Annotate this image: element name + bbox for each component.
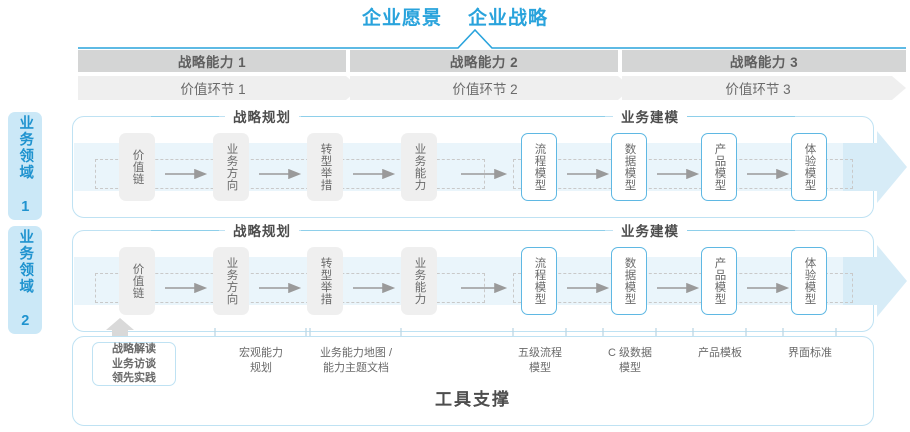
section-title-modeling-1: 业务建模 bbox=[613, 106, 687, 126]
tool-card-lines: 战略解读 业务访谈 领先实践 bbox=[112, 342, 156, 387]
flow-arrow-1-4 bbox=[461, 169, 508, 179]
flow-track-right-1 bbox=[513, 159, 853, 189]
node-value-chain-1[interactable]: 价值链 bbox=[119, 133, 155, 201]
capability-cell-1: 战略能力 1 bbox=[78, 50, 346, 72]
flow-arrow-1-1 bbox=[165, 169, 208, 179]
node-label: 数据模型 bbox=[623, 257, 636, 305]
node-experience-model-2[interactable]: 体验模型 bbox=[791, 247, 827, 315]
value-link-label-3: 价值环节 3 bbox=[725, 82, 791, 97]
node-label: 业务方向 bbox=[225, 143, 238, 191]
tool-support-box: 工具支撑 bbox=[72, 336, 874, 426]
tool-support-title: 工具支撑 bbox=[435, 390, 511, 409]
tool-label-ui-standard: 界面标准 bbox=[788, 347, 832, 359]
tool-label-c-level-data: C 级数据 模型 bbox=[608, 347, 652, 375]
vision-title-group: 企业愿景 企业战略 bbox=[0, 2, 910, 30]
domain-row-1: 战略规划 业务建模 价值链 业务方向 转型举措 业务能力 流程模型 数据模型 产… bbox=[72, 106, 907, 218]
node-business-capability-2[interactable]: 业务能力 bbox=[401, 247, 437, 315]
capability-cell-2: 战略能力 2 bbox=[350, 50, 618, 72]
flow-arrow-2-6 bbox=[657, 283, 700, 293]
tool-card-strategy[interactable]: 战略解读 业务访谈 领先实践 bbox=[92, 342, 176, 386]
value-link-cell-2: 价值环节 2 bbox=[350, 76, 632, 100]
enterprise-strategy-title: 企业战略 bbox=[468, 7, 549, 29]
node-label: 业务能力 bbox=[413, 143, 426, 191]
flow-arrow-1-5 bbox=[567, 169, 610, 179]
flow-track-right-2 bbox=[513, 273, 853, 303]
flow-arrow-2-1 bbox=[165, 283, 208, 293]
value-link-cell-3: 价值环节 3 bbox=[622, 76, 906, 100]
tool-label-five-level-process: 五级流程 模型 bbox=[518, 347, 562, 375]
node-label: 数据模型 bbox=[623, 143, 636, 191]
tool-card-line-1: 战略解读 bbox=[112, 342, 156, 355]
section-title-modeling-2: 业务建模 bbox=[613, 220, 687, 240]
tool-card-line-2: 业务访谈 bbox=[112, 357, 156, 370]
node-label: 体验模型 bbox=[803, 143, 816, 191]
flow-arrow-2-2 bbox=[259, 283, 302, 293]
node-label: 流程模型 bbox=[533, 143, 546, 191]
value-link-cell-1: 价值环节 1 bbox=[78, 76, 360, 100]
vision-connector-line bbox=[78, 28, 906, 49]
section-line-right-2 bbox=[687, 230, 795, 231]
section-line-left-1 bbox=[151, 116, 219, 117]
value-link-label-2: 价值环节 2 bbox=[452, 82, 518, 97]
strategic-capability-row: 战略能力 1 战略能力 2 战略能力 3 bbox=[78, 50, 906, 72]
node-product-model-2[interactable]: 产品模型 bbox=[701, 247, 737, 315]
node-data-model-1[interactable]: 数据模型 bbox=[611, 133, 647, 201]
section-line-left-2 bbox=[151, 230, 219, 231]
enterprise-vision-title: 企业愿景 bbox=[361, 7, 442, 29]
node-process-model-2[interactable]: 流程模型 bbox=[521, 247, 557, 315]
node-label: 体验模型 bbox=[803, 257, 816, 305]
flow-arrow-2-4 bbox=[461, 283, 508, 293]
node-business-direction-1[interactable]: 业务方向 bbox=[213, 133, 249, 201]
node-business-capability-1[interactable]: 业务能力 bbox=[401, 133, 437, 201]
node-product-model-1[interactable]: 产品模型 bbox=[701, 133, 737, 201]
section-title-planning-1: 战略规划 bbox=[225, 106, 299, 126]
flow-band-arrow-2 bbox=[843, 245, 907, 317]
node-transformation-measures-2[interactable]: 转型举措 bbox=[307, 247, 343, 315]
section-line-right-1 bbox=[687, 116, 795, 117]
node-business-direction-2[interactable]: 业务方向 bbox=[213, 247, 249, 315]
flow-arrow-1-6 bbox=[657, 169, 700, 179]
node-data-model-2[interactable]: 数据模型 bbox=[611, 247, 647, 315]
node-label: 价值链 bbox=[131, 149, 144, 185]
flow-arrow-1-3 bbox=[353, 169, 396, 179]
section-line-mid-1 bbox=[301, 116, 605, 117]
node-label: 流程模型 bbox=[533, 257, 546, 305]
node-value-chain-2[interactable]: 价值链 bbox=[119, 247, 155, 315]
node-transformation-measures-1[interactable]: 转型举措 bbox=[307, 133, 343, 201]
tool-label-macro-capability: 宏观能力 规划 bbox=[239, 347, 283, 375]
domain-tab-2: 业务领域 2 bbox=[8, 226, 42, 334]
node-label: 产品模型 bbox=[713, 257, 726, 305]
tool-card-line-3: 领先实践 bbox=[112, 372, 156, 385]
flow-arrow-2-5 bbox=[567, 283, 610, 293]
node-label: 业务方向 bbox=[225, 257, 238, 305]
domain-tab-label-1: 业务领域 1 bbox=[17, 115, 34, 217]
node-process-model-1[interactable]: 流程模型 bbox=[521, 133, 557, 201]
node-label: 价值链 bbox=[131, 263, 144, 299]
node-experience-model-1[interactable]: 体验模型 bbox=[791, 133, 827, 201]
section-line-mid-2 bbox=[301, 230, 605, 231]
section-title-planning-2: 战略规划 bbox=[225, 220, 299, 240]
flow-arrow-1-2 bbox=[259, 169, 302, 179]
capability-cell-3: 战略能力 3 bbox=[622, 50, 906, 72]
flow-arrow-1-7 bbox=[747, 169, 790, 179]
node-label: 转型举措 bbox=[319, 143, 332, 191]
value-link-row: 价值环节 1 价值环节 2 价值环节 3 bbox=[78, 76, 906, 100]
domain-tab-1: 业务领域 1 bbox=[8, 112, 42, 220]
domain-row-2: 战略规划 业务建模 价值链 业务方向 转型举措 业务能力 流程模型 数据模型 产… bbox=[72, 220, 907, 332]
value-link-label-1: 价值环节 1 bbox=[180, 82, 246, 97]
node-label: 转型举措 bbox=[319, 257, 332, 305]
flow-band-arrow-1 bbox=[843, 131, 907, 203]
domain-tab-label-2: 业务领域 2 bbox=[17, 229, 34, 331]
tool-label-product-template: 产品模板 bbox=[698, 347, 742, 359]
flow-arrow-2-3 bbox=[353, 283, 396, 293]
node-label: 业务能力 bbox=[413, 257, 426, 305]
flow-arrow-2-7 bbox=[747, 283, 790, 293]
tool-label-capability-map: 业务能力地图 / 能力主题文档 bbox=[319, 347, 393, 375]
node-label: 产品模型 bbox=[713, 143, 726, 191]
